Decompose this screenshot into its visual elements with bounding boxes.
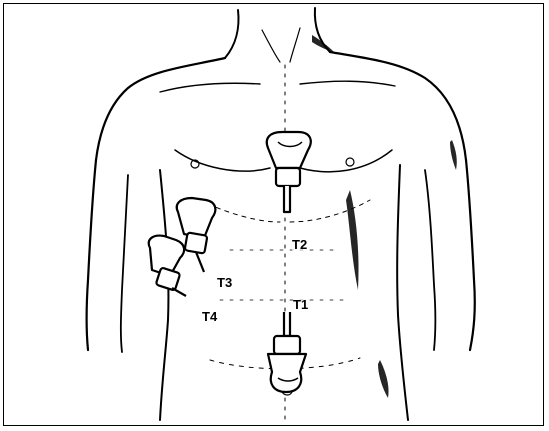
neck-left bbox=[225, 10, 238, 58]
neck-tendon-2 bbox=[290, 28, 300, 62]
right-nipple bbox=[346, 158, 354, 166]
left-pectoral bbox=[175, 150, 270, 171]
label-t1: T1 bbox=[293, 298, 308, 311]
left-torso-side bbox=[160, 170, 168, 420]
trocar-left-upper bbox=[177, 198, 216, 272]
neck-tendon bbox=[262, 30, 280, 62]
right-torso-side bbox=[397, 165, 408, 420]
trocar-left-lower bbox=[149, 236, 186, 296]
label-t4: T4 bbox=[202, 310, 217, 323]
left-arm-inner bbox=[121, 175, 128, 352]
right-arm-outer bbox=[466, 160, 475, 350]
label-t2: T2 bbox=[292, 238, 307, 251]
trocar-sternum bbox=[267, 132, 311, 212]
right-shoulder bbox=[330, 52, 466, 160]
left-arm-outer bbox=[87, 160, 97, 350]
left-shoulder bbox=[96, 58, 225, 160]
trocar-umbilical bbox=[268, 312, 306, 392]
label-t3: T3 bbox=[217, 276, 232, 289]
left-clavicle bbox=[160, 83, 260, 92]
right-arm-inner bbox=[425, 170, 436, 350]
rib-arch-right bbox=[290, 200, 370, 222]
right-clavicle bbox=[300, 81, 395, 86]
